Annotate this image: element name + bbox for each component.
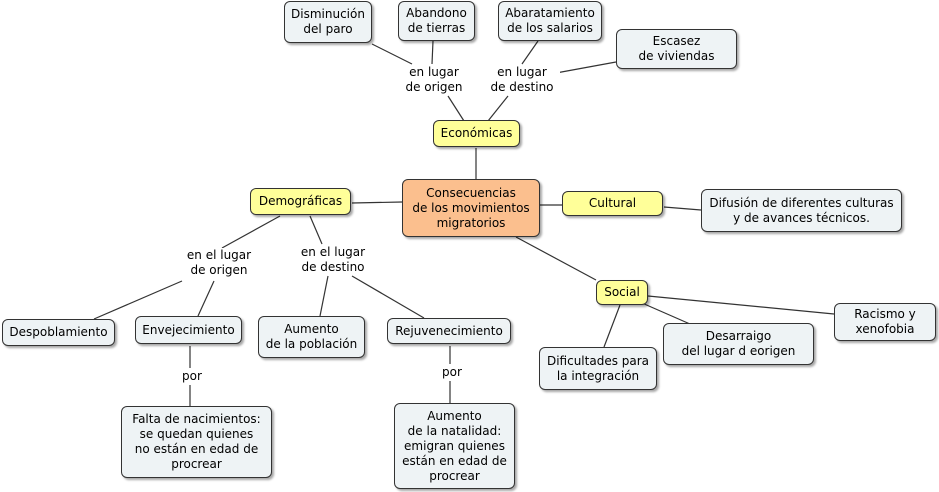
falta-nacimientos-node[interactable]: Falta de nacimientos: se quedan quienes … [121,406,272,478]
rejuvenecimiento-node[interactable]: Rejuvenecimiento [387,318,511,344]
abandono-tierras-node[interactable]: Abandono de tierras [398,1,475,41]
aumento-natalidad-node[interactable]: Aumento de la natalidad: emigran quienes… [394,403,515,489]
economicas-node[interactable]: Económicas [433,120,520,147]
abaratamiento-salarios-node[interactable]: Abaratamiento de los salarios [498,1,602,41]
label-por-envejecimiento: por [175,369,209,384]
label-dem-origen: en el lugar de origen [178,248,260,278]
dificultades-integracion-node[interactable]: Dificultades para la integración [539,347,657,390]
cultural-node[interactable]: Cultural [562,191,663,216]
label-eco-destino: en lugar de destino [484,65,560,95]
escasez-viviendas-node[interactable]: Escasez de viviendas [616,29,737,69]
label-dem-destino: en el lugar de destino [292,245,374,275]
social-node[interactable]: Social [596,280,648,305]
racismo-node[interactable]: Racismo y xenofobia [834,303,936,341]
difusion-culturas-node[interactable]: Difusión de diferentes culturas y de ava… [701,189,902,232]
desarraigo-node[interactable]: Desarraigo del lugar d eorigen [663,323,814,365]
label-por-rejuvenecimiento: por [435,365,469,380]
disminucion-paro-node[interactable]: Disminución del paro [284,1,372,43]
envejecimiento-node[interactable]: Envejecimiento [135,316,242,344]
central-node[interactable]: Consecuencias de los movimientos migrato… [402,179,540,237]
aumento-poblacion-node[interactable]: Aumento de la población [258,316,365,358]
demograficas-node[interactable]: Demográficas [250,188,351,215]
despoblamiento-node[interactable]: Despoblamiento [2,319,115,346]
label-eco-origen: en lugar de origen [398,65,470,95]
